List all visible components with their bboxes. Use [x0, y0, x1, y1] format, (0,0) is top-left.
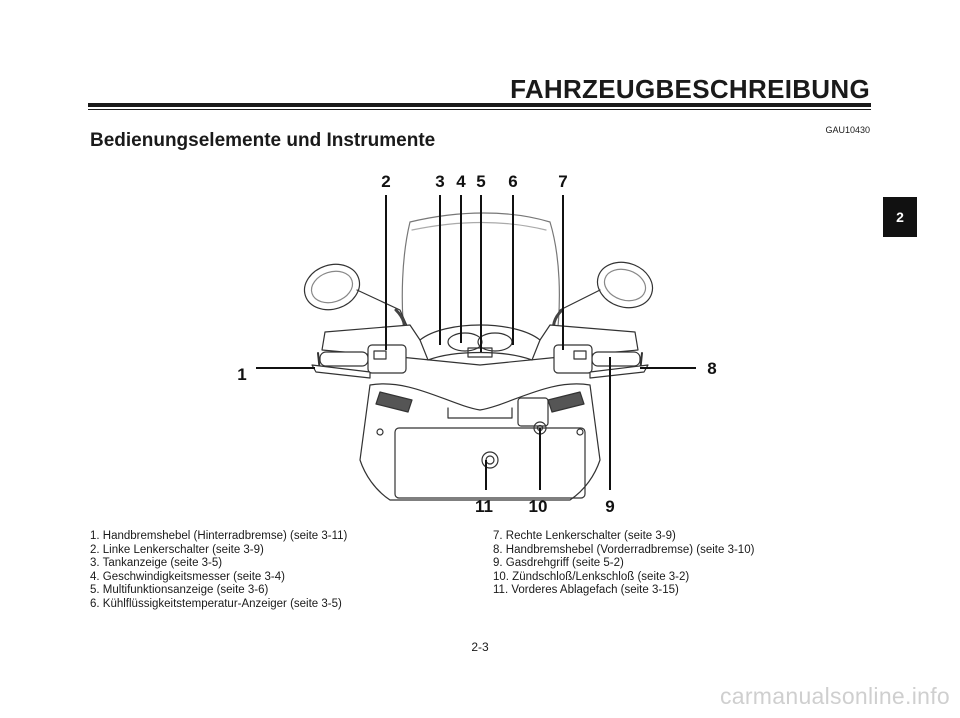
callout-8: 8 — [707, 359, 716, 378]
right-brake-lever — [589, 364, 649, 379]
legend-item: 6. Kühlflüssigkeitstemperatur-Anzeiger (… — [90, 597, 342, 610]
left-mirror — [303, 263, 361, 311]
header-rule-thin — [88, 109, 871, 110]
windscreen — [401, 212, 560, 346]
legend-item: 2. Linke Lenkerschalter (seite 3-9) — [90, 543, 264, 556]
legend-item: 9. Gasdrehgriff (seite 5-2) — [493, 557, 624, 570]
callout-7: 7 — [558, 172, 567, 191]
callout-6: 6 — [508, 172, 517, 191]
callout-9: 9 — [605, 497, 614, 516]
document-code: GAU10430 — [825, 125, 870, 135]
legend-item: 1. Handbremshebel (Hinterradbremse) (sei… — [90, 530, 348, 542]
legend-item: 4. Geschwindigkeitsmesser (seite 3-4) — [90, 570, 285, 583]
legend-item: 3. Tankanzeige (seite 3-5) — [90, 557, 223, 570]
callout-5: 5 — [476, 172, 485, 191]
scooter-controls-illustration: 2 3 4 5 6 7 1 8 9 10 11 — [237, 172, 716, 516]
left-brake-lever — [311, 364, 371, 379]
legend-item: 5. Multifunktionsanzeige (seite 3-6) — [90, 584, 269, 597]
callout-10: 10 — [529, 497, 548, 516]
legend-item: 8. Handbremshebel (Vorderradbremse) (sei… — [493, 543, 755, 556]
callout-1: 1 — [237, 365, 246, 384]
callout-2: 2 — [381, 172, 390, 191]
watermark-text: carmanualsonline.info — [719, 683, 950, 709]
legend-list-left: 1. Handbremshebel (Hinterradbremse) (sei… — [90, 530, 347, 612]
callout-3: 3 — [435, 172, 444, 191]
callout-11: 11 — [475, 497, 493, 516]
section-title: Bedienungselemente und Instrumente — [90, 130, 436, 151]
front-storage-compartment — [394, 427, 586, 499]
left-grip — [319, 351, 369, 367]
page-number: 2-3 — [471, 640, 489, 654]
legend-item: 11. Vorderes Ablagefach (seite 3-15) — [493, 584, 679, 597]
chapter-header-title: FAHRZEUGBESCHREIBUNG — [510, 74, 870, 104]
header-rule-thick — [88, 103, 871, 107]
callout-4: 4 — [456, 172, 466, 191]
right-switch-block — [553, 344, 593, 374]
right-mirror — [596, 261, 654, 309]
legend-item: 10. Zündschloß/Lenkschloß (seite 3-2) — [493, 570, 690, 583]
legend-list-right: 7. Rechte Lenkerschalter (seite 3-9) 8. … — [493, 530, 754, 598]
legend-item: 7. Rechte Lenkerschalter (seite 3-9) — [493, 530, 676, 542]
chapter-tab: 2 — [883, 197, 917, 237]
right-grip — [591, 351, 641, 367]
